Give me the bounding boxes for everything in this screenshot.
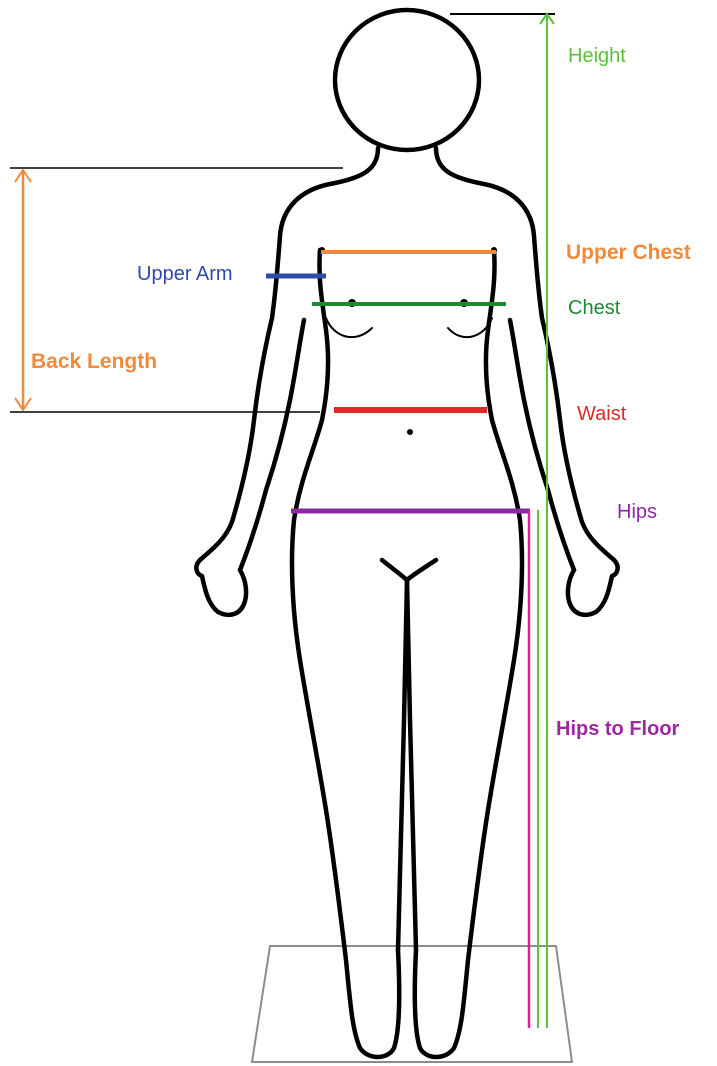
crotch-line (382, 560, 436, 580)
breast-left (326, 318, 372, 337)
body-outline-right (436, 148, 618, 615)
torso-right-side (415, 250, 522, 1057)
chest-label: Chest (568, 297, 621, 319)
head (335, 10, 479, 150)
leg-inner-right (407, 580, 416, 950)
upper-arm-label: Upper Arm (137, 263, 233, 285)
body-outline-left (196, 148, 378, 615)
floor-platform (252, 946, 572, 1062)
upper-chest-label: Upper Chest (566, 241, 691, 264)
leg-inner-left (398, 580, 407, 950)
waist-label: Waist (577, 403, 627, 425)
hips-label: Hips (617, 501, 657, 523)
height-label: Height (568, 45, 626, 67)
back-length-label: Back Length (31, 350, 157, 373)
torso-left-side (292, 250, 399, 1057)
navel (407, 429, 413, 435)
hips-to-floor-label: Hips to Floor (556, 718, 680, 740)
